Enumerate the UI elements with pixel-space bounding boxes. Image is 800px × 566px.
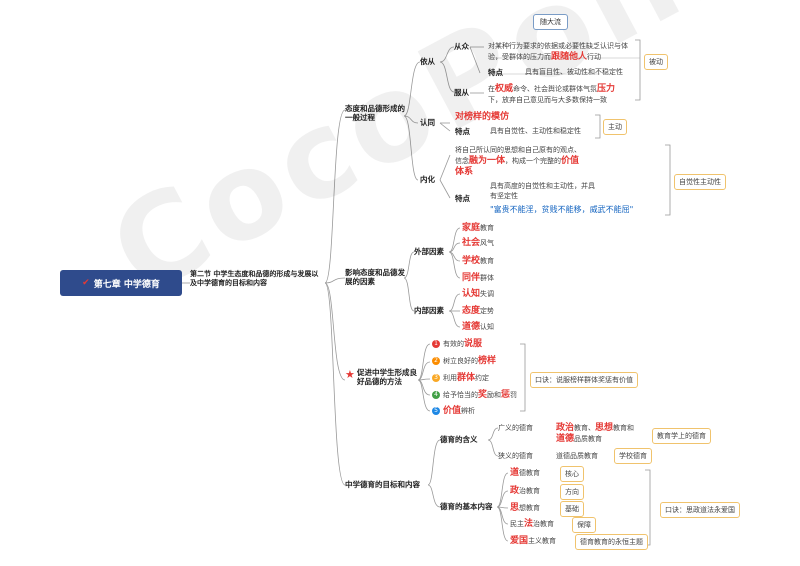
branch-4-label[interactable]: 中学德育的目标和内容	[345, 480, 420, 489]
congzhong-desc-line2: 验，受群体的压力而跟随他人行动	[488, 52, 602, 62]
fucong-line2: 下，放弃自己意见而与大多数保持一致	[488, 96, 607, 104]
neihua-line3: 体系	[455, 167, 474, 177]
neihua-line1: 将自己所认同的思想和自己原有的观点、	[455, 146, 581, 154]
neirong-tag: 方向	[560, 484, 584, 500]
mnemonic-b4: 口诀：思政道法永爱国	[660, 502, 740, 518]
waibu-label[interactable]: 外部因素	[414, 247, 444, 256]
hanyi-guang-text-line1: 政治教育、思想教育和	[556, 423, 635, 433]
number-badge-icon: 4	[432, 391, 440, 399]
section-node[interactable]: 第二节 中学生态度和品德的形成与发展以及中学德育的目标和内容	[190, 270, 319, 288]
neirong-item: 思想教育	[510, 503, 541, 513]
neihua-tedian-line2: 有坚定性	[490, 192, 518, 200]
tag-jiaoyuxue: 教育学上的德育	[652, 428, 711, 444]
neirong-tag: 保障	[572, 517, 596, 533]
rentong-tedian-label: 特点	[455, 127, 470, 136]
mnemonic-b3: 口诀：说服榜样群体奖惩有价值	[530, 372, 638, 388]
neihua-label[interactable]: 内化	[420, 175, 435, 184]
number-badge-icon: 1	[432, 340, 440, 348]
neihua-tedian-label: 特点	[455, 194, 470, 203]
tag-xuexiao: 学校德育	[614, 448, 652, 464]
neihua-line2: 信念融为一体，构成一个完整的价值	[455, 156, 580, 166]
hanyi-xia-label: 狭义的德育	[498, 452, 533, 460]
rentong-main: 对榜样的模仿	[455, 112, 510, 122]
waibu-item: 家庭教育	[462, 223, 495, 233]
neibu-label[interactable]: 内部因素	[414, 306, 444, 315]
congzhong-tedian-text: 具有盲目性、被动性和不稳定性	[525, 68, 623, 76]
fucong-line1: 在权威命令、社会舆论或群体气氛压力	[488, 84, 616, 94]
neibu-item: 道德认知	[462, 322, 495, 332]
neihua-tedian-line1: 具有高度的自觉性和主动性，并具	[490, 182, 595, 190]
branch-3-label[interactable]: 促进中学生形成良好品德的方法	[357, 368, 417, 387]
neirong-tag: 基础	[560, 501, 584, 517]
neirong-item: 道德教育	[510, 468, 541, 478]
neirong-tag: 德育教育的永恒主题	[575, 534, 648, 550]
neirong-item: 爱国主义教育	[510, 536, 557, 546]
neibu-item: 认知失调	[462, 289, 495, 299]
star-icon: ★	[345, 368, 355, 381]
callout-suidaliu: 随大流	[533, 14, 568, 30]
congzhong-label[interactable]: 从众	[454, 42, 469, 51]
root-label: 第七章 中学德育	[93, 279, 160, 290]
tag-beidong: 被动	[644, 54, 668, 70]
tag-zhudong: 主动	[603, 119, 627, 135]
waibu-item: 同伴群体	[462, 273, 495, 283]
congzhong-desc-line1: 对某种行为要求的依据或必要性缺乏认识与体	[488, 42, 628, 50]
branch-2-label[interactable]: 影响态度和品德发展的因素	[345, 268, 405, 287]
hanyi-guang-text-line2: 道德品质教育	[556, 434, 603, 444]
neirong-tag: 核心	[560, 466, 584, 482]
waibu-item: 社会风气	[462, 238, 495, 248]
neirong-item: 政治教育	[510, 486, 541, 496]
neirong-item: 民主法治教育	[510, 519, 555, 529]
hanyi-xia-text: 道德品质教育	[556, 452, 598, 460]
number-badge-icon: 3	[432, 374, 440, 382]
rentong-tedian-text: 具有自觉性、主动性和稳定性	[490, 127, 581, 135]
root-node[interactable]: ✔ 第七章 中学德育	[60, 270, 182, 296]
neibu-item: 态度定势	[462, 306, 495, 316]
hanyi-guang-label: 广义的德育	[498, 424, 533, 432]
tag-zijue: 自觉性主动性	[674, 174, 726, 190]
fucong-label[interactable]: 服从	[454, 88, 469, 97]
yicong-label[interactable]: 依从	[420, 57, 435, 66]
number-badge-icon: 5	[432, 407, 440, 415]
hanyi-label[interactable]: 德育的含义	[440, 435, 478, 444]
neirong-label[interactable]: 德育的基本内容	[440, 502, 493, 511]
rentong-label[interactable]: 认同	[420, 118, 435, 127]
number-badge-icon: 2	[432, 357, 440, 365]
waibu-item: 学校教育	[462, 256, 495, 266]
congzhong-tedian-label: 特点	[488, 68, 503, 77]
check-icon: ✔	[82, 278, 90, 288]
neihua-quote: "富贵不能淫，贫贱不能移，威武不能屈"	[490, 205, 634, 214]
branch-1-label[interactable]: 态度和品德形成的一般过程	[345, 104, 405, 123]
